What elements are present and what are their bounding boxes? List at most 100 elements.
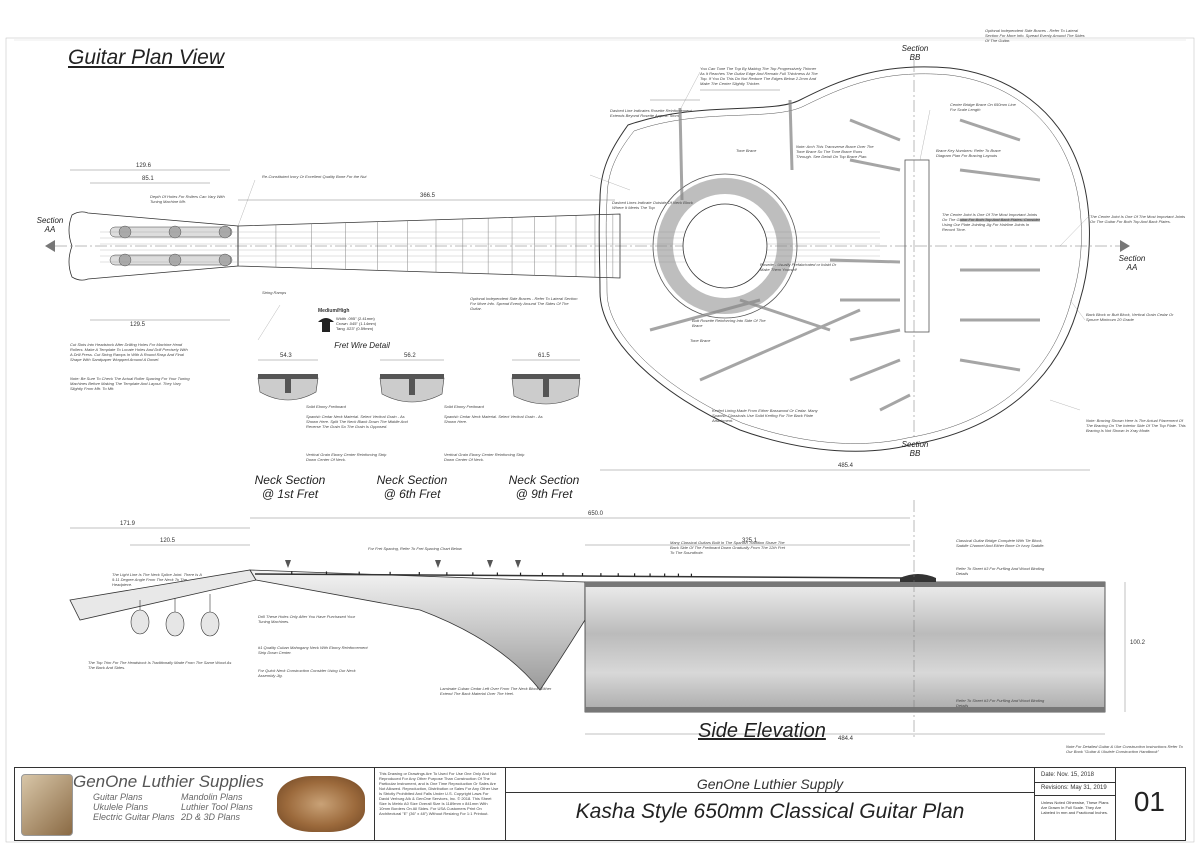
note-dashed-upper: Dashed Lines Indicate Outside Of Neck Bl… — [612, 200, 693, 210]
meta-divider-1 — [1035, 782, 1115, 783]
dim-sec6: 56.2 — [404, 353, 416, 359]
note-spanish-cedar-2: Spanish Cedar Neck Material. Select Vert… — [444, 414, 543, 424]
note-solid-fretboard-1: Solid Ebony Fretboard — [306, 404, 346, 409]
note-back-block: Back Block or Butt Block, Vertical Grain… — [1086, 312, 1174, 322]
note-quick-neck: For Quick Neck Construction Consider Usi… — [258, 668, 356, 678]
plan-date: Date: Nov. 15, 2018 — [1041, 772, 1094, 778]
section-aa-left: Section AA — [36, 216, 64, 234]
dim-head-3: 129.5 — [130, 322, 146, 328]
note-laminate-cuban: Laminate Cuban Cedar Left Over From The … — [440, 686, 552, 696]
brand-cell: GenOne Luthier Supplies Guitar Plans Uku… — [15, 768, 375, 840]
note-vertical-grain-2: Vertical Grain Ebony Center Reinforcing … — [444, 452, 525, 462]
note-solid-fretboard-2: Solid Ebony Fretboard — [444, 404, 484, 409]
note-compound-bridge: Classical Guitar Bridge Complete With Ti… — [956, 538, 1045, 548]
note-tune-top: You Can Tune The Top By Making The Top P… — [700, 66, 818, 86]
sheet-divider — [1115, 768, 1116, 840]
dim-head-1: 129.6 — [136, 163, 152, 169]
fret-wire-crown: Crown .045" (1.14mm) — [336, 321, 377, 326]
fret-wire-label: Medium/High — [318, 308, 350, 314]
brand-col2-item: Luthier Tool Plans — [181, 802, 253, 812]
dim-sec1: 54.3 — [280, 353, 292, 359]
headstock-outline — [68, 211, 239, 281]
side-elevation — [69, 500, 1126, 740]
note-optional-independent: Optional Independent Side Braces - Refer… — [470, 296, 578, 311]
brand-thumb-2 — [277, 776, 365, 832]
dim-side-2: 325.1 — [742, 538, 758, 544]
neck-section-1st-title: Neck Section @ 1st Fret — [254, 473, 326, 501]
soundhole — [682, 203, 768, 289]
note-many-classical: Many Classical Guitars Built In The Span… — [670, 540, 785, 555]
note-depth-holes: Depth Of Holes For Rollers Can Vary With… — [150, 194, 225, 204]
section-bb-bottom: Section BB — [901, 440, 929, 458]
title-block: GenOne Luthier Supplies Guitar Plans Uku… — [14, 767, 1186, 841]
note-tone-brace: Tone Brace — [690, 338, 711, 343]
note-rosette: Rosette - Usually Prefabricated or Inlai… — [760, 262, 837, 272]
plan-name: Kasha Style 650mm Classical Guitar Plan — [575, 800, 965, 823]
note-tone-brace-2: Tone Brace — [736, 148, 757, 153]
dim-body-depth: 100.2 — [1130, 640, 1146, 646]
side-elevation-title: Side Elevation — [698, 720, 826, 742]
plan-view — [45, 60, 1130, 471]
note-brace-key: Brace Key Numbers: Refer To Brace Diagra… — [936, 148, 1001, 158]
note-center-joint: The Center Joint Is One Of The Most Impo… — [942, 212, 1040, 232]
neck-section-6th-title: Neck Section @ 6th Fret — [376, 473, 448, 501]
brand-thumb-1 — [21, 774, 73, 836]
supply-name: GenOne Luthier Supply — [696, 776, 844, 792]
note-mahogany: #1 Quality Cuban Mahogany Neck With Ebon… — [258, 645, 368, 655]
dim-scale-half: 366.5 — [420, 193, 436, 199]
brand-name: GenOne Luthier Supplies — [73, 772, 264, 791]
body-side — [584, 581, 1106, 713]
title-divider — [505, 792, 1035, 793]
note-refer-sheet3: Refer To Sheet #3 For Purfling And Wood … — [956, 566, 1045, 576]
units-note: Unless Noted Otherwise, These Plans Are … — [1041, 800, 1109, 815]
note-top-trim: The Top Trim For The Headstock Is Tradit… — [88, 660, 232, 670]
dim-side-total: 650.0 — [588, 511, 604, 517]
note-roller-spacing: Note: Be Sure To Check The Actual Roller… — [70, 376, 190, 391]
note-dashed-rosette: Dashed Line Indicates Rosette Reinforcem… — [610, 108, 692, 118]
dim-side-3: 120.5 — [160, 538, 176, 544]
brand-col2: Mandolin Plans Luthier Tool Plans 2D & 3… — [181, 792, 253, 822]
dim-head-2: 85.1 — [142, 176, 154, 182]
sheet-number: 01 — [1133, 786, 1165, 817]
fret-wire-detail-title: Fret Wire Detail — [334, 341, 390, 350]
brand-col1-item: Guitar Plans — [93, 792, 143, 802]
guitar-body-outline — [598, 66, 1090, 452]
note-string-ramps: String Ramps — [262, 290, 287, 295]
brand-col2-item: Mandolin Plans — [181, 792, 243, 802]
legal-notice: This Drawing or Drawings Are To Used For… — [379, 771, 499, 816]
brand-col2-item: 2D & 3D Plans — [181, 812, 241, 822]
note-vertical-grain-1: Vertical Grain Ebony Center Reinforcing … — [306, 452, 387, 462]
note-optional-side: Optional Independent Side Braces - Refer… — [985, 28, 1085, 43]
neck-side — [249, 569, 586, 691]
fretboard-outline — [237, 213, 621, 279]
plan-revisions: Revisions: May 31, 2019 — [1041, 785, 1107, 791]
dim-sec9: 61.5 — [538, 353, 550, 359]
note-drill-holes: Drill These Holes Only After You Have Pu… — [258, 614, 356, 624]
note-center-joint-2: The Center Joint Is One Of The Most Impo… — [1090, 214, 1186, 224]
dim-side-1: 171.9 — [120, 521, 136, 527]
title-cell — [505, 768, 1035, 840]
note-spanish-cedar-1: Spanish Cedar Neck Material. Select Vert… — [306, 414, 408, 429]
note-butt-rosette: Butt Rosette Reinforcing Into Side Of Th… — [692, 318, 766, 328]
section-bb-top: Section BB — [901, 44, 929, 62]
dim-side-body: 484.4 — [838, 736, 854, 742]
note-bracing-shown: Note: Bracing Shown Here Is The Actual P… — [1086, 418, 1186, 433]
section-aa-right: Section AA — [1118, 254, 1146, 272]
brand-col1-item: Ukulele Plans — [93, 802, 149, 812]
note-detailed: Note For Detailed Guitar & Uke Construct… — [1066, 744, 1183, 754]
note-center-bridge: Center Bridge Brace On 650mm Line For Sc… — [950, 102, 1016, 112]
plan-view-title: Guitar Plan View — [68, 46, 225, 69]
bridge-plan — [904, 159, 930, 333]
brand-col1-item: Electric Guitar Plans — [93, 812, 175, 822]
note-fret-spacing: For Fret Spacing, Refer To Fret Spacing … — [368, 546, 462, 551]
note-headstock-holes: Cut Slots Into Headstock After Drilling … — [70, 342, 188, 362]
meta-divider-2 — [1035, 795, 1115, 796]
fret-wire-tang: Tang .023" (0.59mm) — [336, 326, 374, 331]
note-arch: Note: Arch This Transverse Brace Over Th… — [796, 144, 874, 159]
note-kerfed-lining: Kerfed Lining Made From Either Basswood … — [712, 408, 818, 423]
note-refer-sheet3-b: Refer To Sheet #3 For Purfling And Wood … — [956, 698, 1045, 708]
fret-wire-width: Width .095" (2.41mm) — [336, 316, 375, 321]
dim-total-plan: 485.4 — [838, 463, 854, 469]
